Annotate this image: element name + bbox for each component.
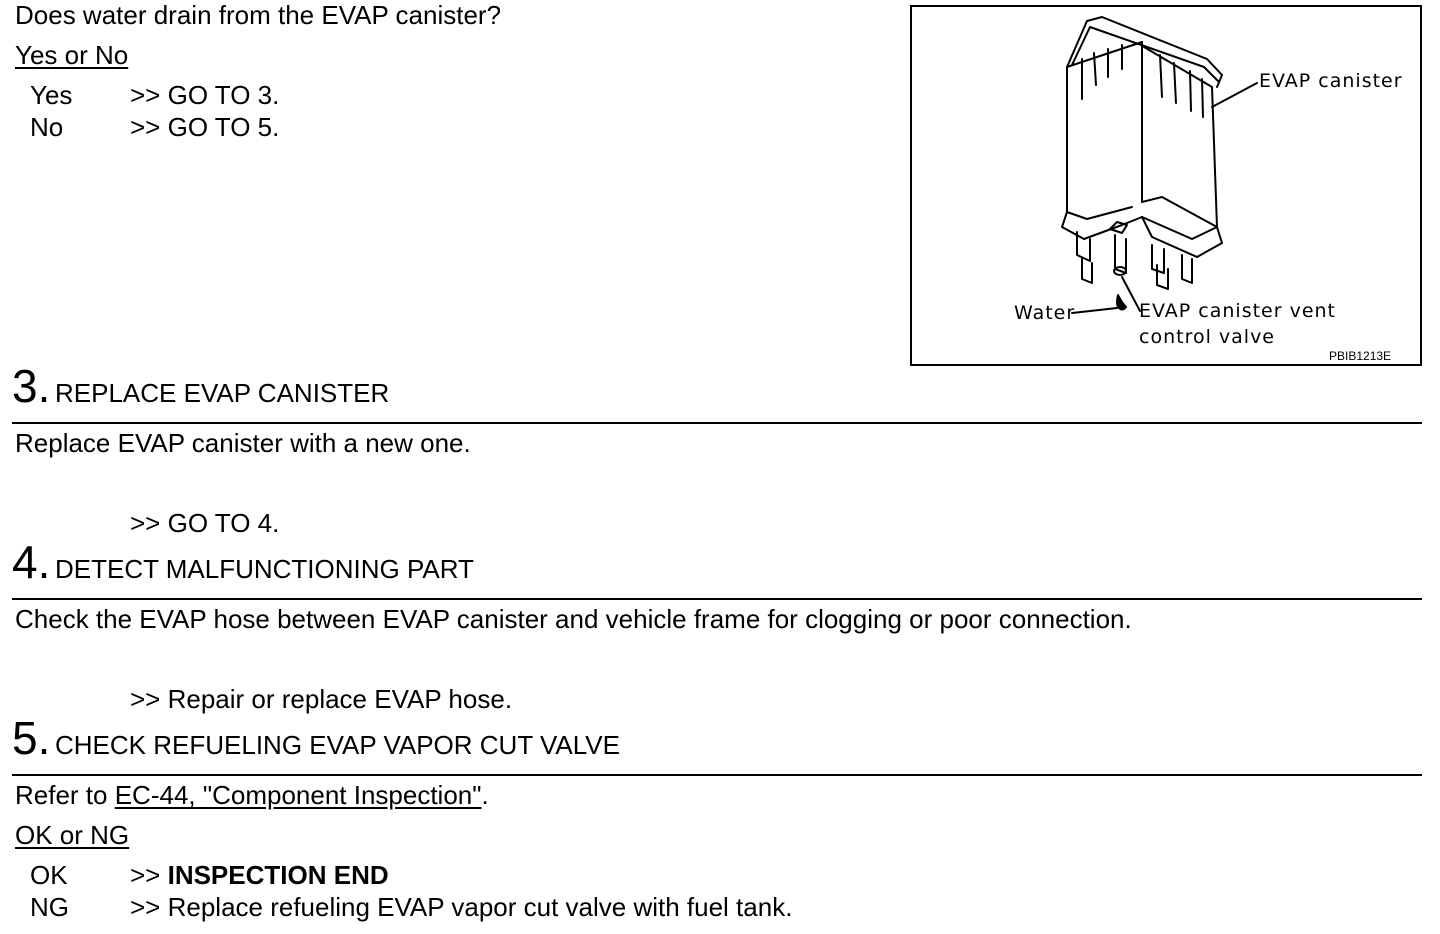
step-3-divider <box>12 422 1422 424</box>
question-text: Does water drain from the EVAP canister? <box>15 0 502 30</box>
inspection-end-text: INSPECTION END <box>167 860 389 890</box>
option-ng-action: >> Replace refueling EVAP vapor cut valv… <box>130 892 792 922</box>
question-choice-label: Yes or No <box>15 40 129 70</box>
step-5-body-suffix: . <box>481 780 489 810</box>
option-yes-label: Yes <box>30 80 73 110</box>
label-water: Water <box>1014 302 1076 324</box>
option-ng-label: NG <box>30 892 69 922</box>
step-4-number: 4. <box>12 536 51 588</box>
step-3-action: >> GO TO 4. <box>130 508 280 538</box>
step-4-title: DETECT MALFUNCTIONING PART <box>55 554 474 584</box>
evap-canister-figure: EVAP canister Water EVAP canister vent c… <box>910 5 1422 366</box>
option-yes-action: >> GO TO 3. <box>130 80 280 110</box>
step-5-body-prefix: Refer to <box>15 780 115 810</box>
step-5-number: 5. <box>12 712 51 764</box>
step-5-choice-label: OK or NG <box>15 820 130 850</box>
option-no-label: No <box>30 112 64 142</box>
evap-canister-drawing <box>1061 16 1258 314</box>
option-ng-arrow: >> <box>130 892 168 922</box>
step-4-action: >> Repair or replace EVAP hose. <box>130 684 513 714</box>
option-ok-label: OK <box>30 860 68 890</box>
step-5-divider <box>12 774 1422 776</box>
step-4-divider <box>12 598 1422 600</box>
label-vent-valve-line1: EVAP canister vent <box>1139 300 1337 322</box>
figure-code: PBIB1213E <box>1329 349 1392 363</box>
step-4-body: Check the EVAP hose between EVAP caniste… <box>15 604 1132 634</box>
component-inspection-link[interactable]: EC-44, "Component Inspection" <box>114 780 482 810</box>
step-3-number: 3. <box>12 360 51 412</box>
label-evap-canister: EVAP canister <box>1259 70 1403 92</box>
option-ok-action: >> INSPECTION END <box>130 860 389 890</box>
option-ng-text: Replace refueling EVAP vapor cut valve w… <box>167 892 793 922</box>
step-5-body: Refer to EC-44, "Component Inspection". <box>15 780 489 810</box>
label-vent-valve-line2: control valve <box>1139 326 1275 348</box>
step-5-title: CHECK REFUELING EVAP VAPOR CUT VALVE <box>55 730 620 760</box>
step-3-title: REPLACE EVAP CANISTER <box>55 378 390 408</box>
step-3-body: Replace EVAP canister with a new one. <box>15 428 471 458</box>
option-no-action: >> GO TO 5. <box>130 112 280 142</box>
option-ok-arrow: >> <box>130 860 168 890</box>
